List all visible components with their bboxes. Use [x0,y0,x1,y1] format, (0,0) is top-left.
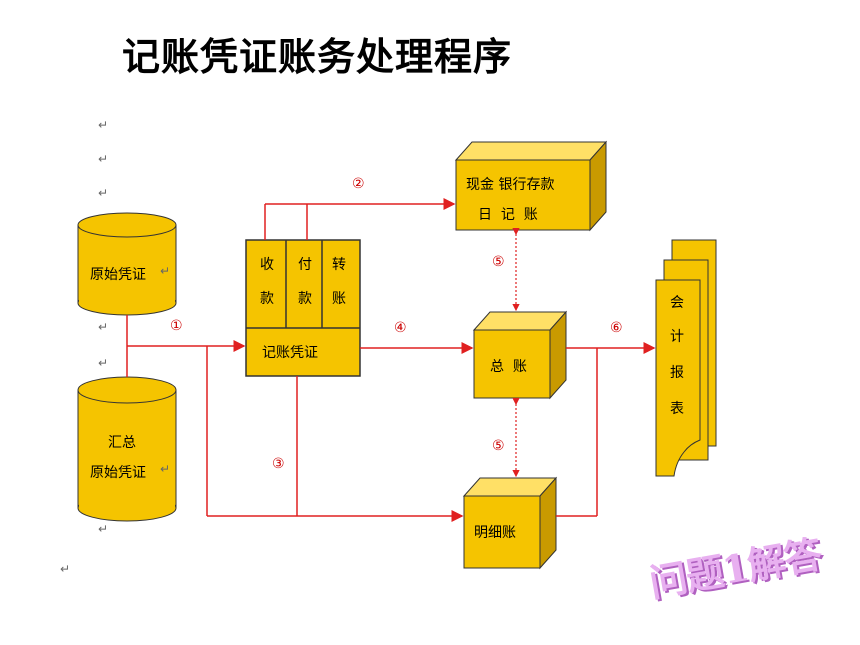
return-mark: ↵ [160,264,171,278]
report-pages [655,239,717,477]
step-2-label: ② [352,176,365,192]
journal-label-line2: 日 记 账 [478,207,538,223]
step-3-label: ③ [272,456,285,472]
return-mark: ↵ [98,356,109,370]
voucher-receipt-top: 收 [260,257,274,273]
report-char: 报 [670,365,684,381]
source-document-label: 原始凭证 [90,267,146,283]
ledger-box [472,310,568,400]
journal-label-line1: 现金 银行存款 [466,177,555,193]
return-mark: ↵ [98,118,109,132]
voucher-payment-top: 付 [298,257,312,273]
voucher-transfer-top: 转 [332,257,346,273]
summary-document-cylinder [77,376,177,522]
subledger-box [462,476,558,570]
step-5-label: ⑤ [492,438,505,454]
return-mark: ↵ [160,462,171,476]
step-6-label: ⑥ [610,320,623,336]
summary-document-label-line2: 原始凭证 [90,465,146,481]
report-char: 表 [670,401,684,417]
subledger-label: 明细账 [474,525,516,541]
voucher-label: 记账凭证 [262,345,318,361]
voucher-receipt-bottom: 款 [260,291,274,307]
return-mark: ↵ [98,186,109,200]
step-5-label: ⑤ [492,254,505,270]
step-1-label: ① [170,318,183,334]
journal-box [454,140,608,232]
flow-arrows [126,198,656,522]
return-mark: ↵ [98,522,109,536]
voucher-transfer-bottom: 账 [332,291,346,307]
return-mark: ↵ [98,320,109,334]
page-title: 记账凭证账务处理程序 [122,35,513,79]
voucher-payment-bottom: 款 [298,291,312,307]
ledger-label: 总 账 [490,359,527,375]
summary-document-label-line1: 汇总 [108,435,136,451]
report-char: 会 [670,295,684,311]
step-4-label: ④ [394,320,407,336]
return-mark: ↵ [98,152,109,166]
return-mark: ↵ [60,562,71,576]
report-char: 计 [670,329,684,345]
voucher-table [245,239,361,377]
